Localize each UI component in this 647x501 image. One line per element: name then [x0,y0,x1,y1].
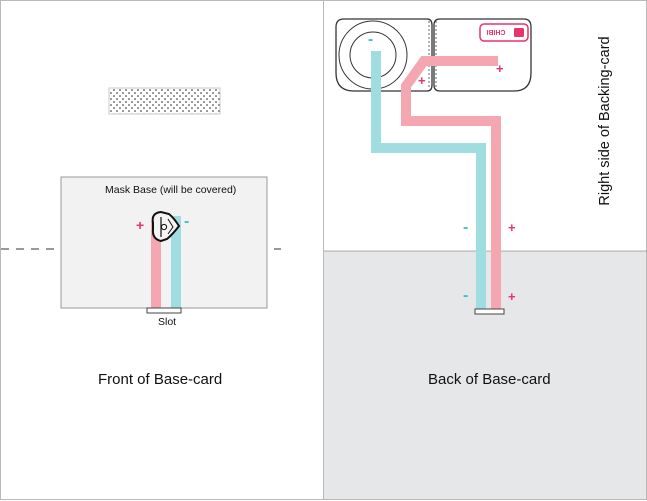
pink-trace [151,221,161,310]
slot [146,307,182,314]
chibi-logo-text: CHIBI [486,28,505,35]
chibi-logo-icon: CHIBI [479,23,529,42]
front-caption: Front of Base-card [98,371,223,388]
backing-card [335,18,532,92]
back-diagram: CHIBI [324,18,647,315]
slot [474,308,505,315]
blue-trace [171,216,181,310]
hatched-tape-icon [108,87,221,115]
front-panel: Mask Base (will be covered) Slot + - Fro… [0,0,323,500]
backing-card-side-label: Right side of Backing-card [597,36,613,206]
plus-sign: + [508,220,516,235]
minus-sign: - [463,219,469,236]
mask-base [60,176,268,309]
blue-trace [371,51,486,313]
led-icon [151,210,181,243]
front-diagram [1,87,281,314]
plus-sign: + [418,73,426,88]
back-panel: CHIBI - + + - + - + Back of Base-card Ri… [323,0,647,500]
back-caption: Back of Base-card [428,371,551,388]
plus-sign: + [508,289,516,304]
mask-base-title: Mask Base (will be covered) [105,184,237,196]
slot-label: Slot [158,316,177,328]
plus-sign: + [496,61,504,76]
minus-sign: - [368,31,374,48]
minus-sign: - [463,287,469,304]
minus-sign: - [184,213,190,230]
pink-trace [401,56,501,313]
plus-sign: + [136,217,145,233]
